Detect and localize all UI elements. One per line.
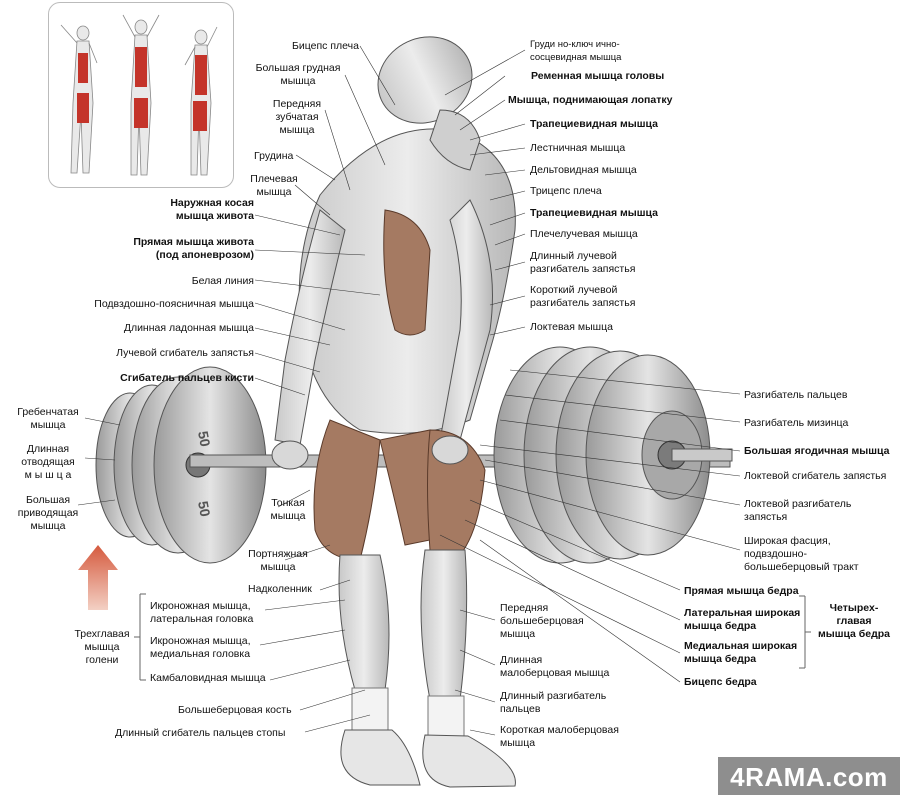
label-bolshaya-yagodichnaya: Большая ягодичная мышца — [744, 445, 890, 457]
label-loktevaya: Локтевая мышца — [530, 321, 613, 333]
label-dlinny-sgibatel-stopy: Длинный сгибатель пальцев стопы — [115, 727, 286, 739]
label-bolshebertsovaya-kost: Большеберцовая кость — [178, 704, 292, 716]
label-loktevoy-sgibatel: Локтевой сгибатель запястья — [744, 470, 887, 482]
label-grudina: Грудина — [254, 150, 294, 162]
exercise-phases-thumbnail — [48, 2, 234, 188]
label-luchevoy-sgibatel: Лучевой сгибатель запястья — [116, 347, 254, 359]
plate-marking-bottom: 50 — [195, 500, 213, 518]
label-ikronozhnaya-lat: Икроножная мышца,латеральная головка — [150, 600, 254, 625]
label-trapetsievidnaya-1: Трапециевидная мышца — [530, 118, 658, 130]
label-tritseps: Трицепс плеча — [530, 185, 602, 197]
label-sgibatel-paltsev: Сгибатель пальцев кисти — [120, 372, 254, 384]
lift-direction-arrow — [78, 545, 118, 610]
label-deltovidnaya: Дельтовидная мышца — [530, 164, 637, 176]
plate-marking-top: 50 — [195, 430, 213, 448]
label-pryamaya-zhivota: Прямая мышца живота(под апоневрозом) — [133, 236, 254, 261]
label-kambalovidnaya: Камбаловидная мышца — [150, 672, 266, 684]
right-plates — [493, 346, 733, 564]
label-trapetsievidnaya-2: Трапециевидная мышца — [530, 207, 658, 219]
label-razgibatel-miznitsa: Разгибатель мизинца — [744, 417, 849, 429]
label-biceps-plecha: Бицепс плеча — [292, 40, 359, 52]
label-nadkolennik: Надколенник — [248, 583, 312, 595]
label-lestnichnaya: Лестничная мышца — [530, 142, 626, 154]
label-belaya-liniya: Белая линия — [191, 275, 254, 287]
label-ikronozhnaya-med: Икроножная мышца,медиальная головка — [150, 635, 251, 660]
thumbnail-figures — [60, 14, 218, 176]
label-razgibatel-paltsev: Разгибатель пальцев — [744, 389, 848, 401]
label-dlinnaya-ladonnaya: Длинная ладонная мышца — [123, 322, 254, 334]
label-plecheluchevaya: Плечелучевая мышца — [530, 228, 638, 240]
label-shirokaya-fastsiya: Широкая фасция,подвздошно-большеберцовый… — [744, 535, 859, 573]
label-podvzdoshno-poyasnichnaya: Подвздошно-поясничная мышца — [94, 298, 254, 310]
watermark-text: 4RAMA.com — [730, 762, 888, 792]
label-biceps-bedra: Бицепс бедра — [684, 676, 757, 688]
label-pryamaya-bedra: Прямая мышца бедра — [684, 585, 799, 597]
label-podnimayushaya-lopatku: Мышца, поднимающая лопатку — [508, 94, 673, 106]
label-grudino-klyuch: Груди но-ключ ично-сосцевидная мышца — [530, 39, 622, 63]
leader-lines — [77, 45, 741, 736]
label-remennaya: Ременная мышца головы — [531, 70, 665, 82]
watermark: 4RAMA.com — [718, 757, 900, 795]
body-figure — [271, 36, 516, 788]
